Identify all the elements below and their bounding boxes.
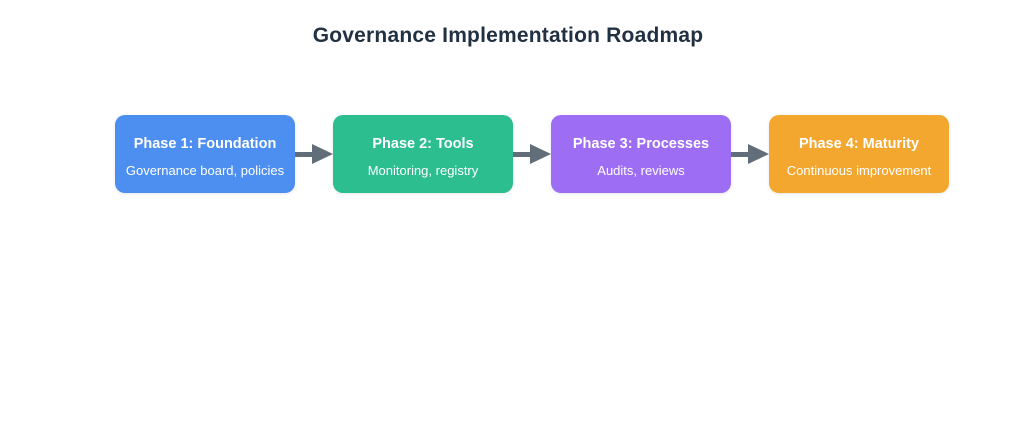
phase-subtitle: Governance board, policies: [125, 163, 285, 178]
arrow-right-icon: [295, 144, 333, 164]
arrow-right-icon: [513, 144, 551, 164]
phase-subtitle: Audits, reviews: [597, 163, 685, 178]
phase-subtitle: Continuous improvement: [786, 163, 932, 178]
page-title: Governance Implementation Roadmap: [312, 24, 704, 47]
phase-title: Phase 3: Processes: [572, 136, 710, 152]
phase-subtitle: Monitoring, registry: [367, 163, 479, 178]
phase-title: Phase 2: Tools: [372, 136, 474, 152]
arrow-line: [731, 151, 748, 157]
arrow-right-icon: [731, 144, 769, 164]
arrow-head: [748, 144, 769, 164]
arrow-line: [295, 151, 312, 157]
arrow-head: [312, 144, 333, 164]
arrow-line: [513, 151, 530, 157]
phase-title: Phase 1: Foundation: [133, 136, 277, 152]
phase-title: Phase 4: Maturity: [798, 136, 920, 152]
arrow-head: [530, 144, 551, 164]
